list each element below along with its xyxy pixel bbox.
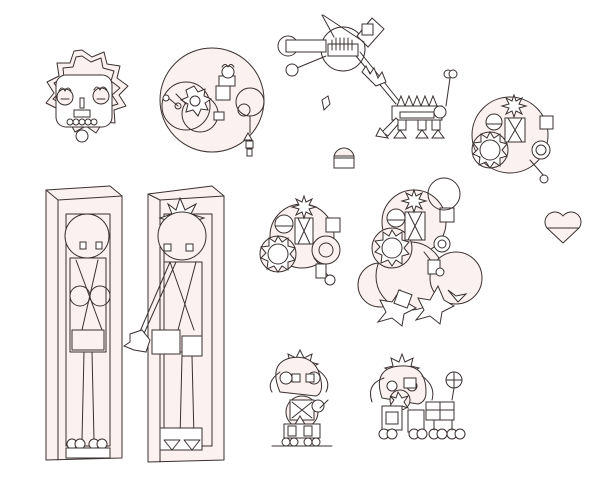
dog-cart-icon xyxy=(370,352,466,440)
gear-cluster-small-icon xyxy=(471,93,554,184)
gear-cluster-icon xyxy=(159,47,265,157)
heart-icon xyxy=(544,211,582,244)
sun-face-icon xyxy=(45,49,129,143)
bubble-cluster-icon-large xyxy=(357,177,483,327)
bubble-cluster-icon-small xyxy=(259,194,341,286)
robot-icon xyxy=(269,348,333,447)
robot-dog-icon xyxy=(277,14,458,169)
figure-in-box-icon-right xyxy=(122,185,225,463)
figure-in-box-icon-left xyxy=(45,185,123,461)
